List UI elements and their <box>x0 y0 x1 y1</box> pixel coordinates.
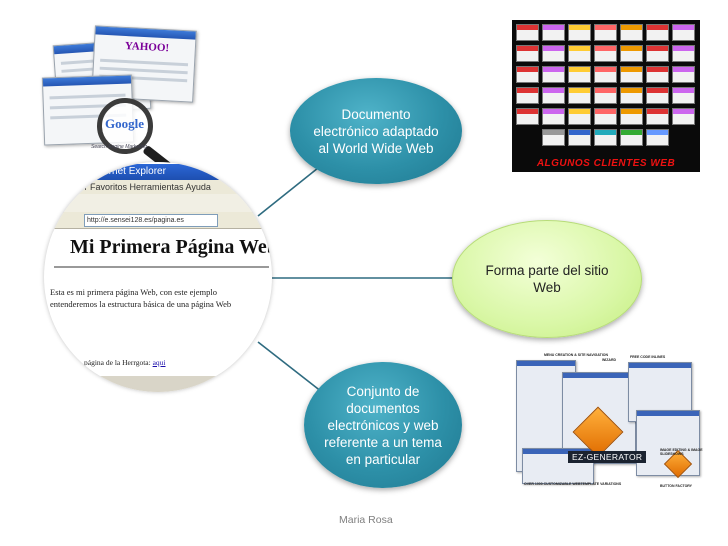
website-thumbnail <box>542 24 565 41</box>
website-thumbnail <box>542 108 565 125</box>
page-divider <box>54 266 269 268</box>
website-thumbnail <box>568 66 591 83</box>
clients-label: ALGUNOS CLIENTES WEB <box>536 158 676 169</box>
callout-button-factory: BUTTON FACTORY <box>660 484 693 488</box>
website-thumbnail <box>646 45 669 62</box>
address-bar: http://e.sensei128.es/pagina.es <box>54 212 272 229</box>
website-thumbnail <box>568 108 591 125</box>
website-thumbnail <box>620 129 643 146</box>
website-thumbnail <box>646 87 669 104</box>
website-thumbnail <box>594 45 617 62</box>
website-thumbnail <box>568 24 591 41</box>
website-thumbnail <box>516 45 539 62</box>
connector-to-conjunto <box>257 341 323 393</box>
website-thumbnail <box>620 87 643 104</box>
website-thumbnail <box>542 129 565 146</box>
page-link-line: página de la Herrgota: aqui <box>84 358 166 367</box>
page-link-prefix: página de la Herrgota: <box>84 358 151 367</box>
browser-toolbar <box>54 194 272 213</box>
website-thumbnail <box>568 87 591 104</box>
page-body-text: Esta es mi primera página Web, con este … <box>50 287 232 309</box>
website-thumbnail <box>594 129 617 146</box>
website-thumbnail <box>594 108 617 125</box>
search-engines-image: YAHOO! Google Search Engine Marketing <box>35 14 210 177</box>
yahoo-logo: YAHOO! <box>124 39 170 55</box>
website-thumbnail <box>568 45 591 62</box>
website-thumbnail <box>620 45 643 62</box>
search-caption: Search Engine Marketing <box>91 144 148 150</box>
browser-screenshot: Internet Explorer Ver Favoritos Herramie… <box>44 162 272 392</box>
callout-image-editing: IMAGE EDITING & IMAGE SLIDESHOWS <box>660 448 703 456</box>
node-documento: Documento electrónico adaptado al World … <box>290 78 462 184</box>
website-thumbnail <box>672 24 695 41</box>
node-forma-parte-text: Forma parte del sitio Web <box>485 263 609 295</box>
ez-generator-label: EZ-GENERATOR <box>568 451 647 463</box>
callout-templates: OVER 1000 CUSTOMIZABLE WEBTEMPLATE VARIA… <box>524 482 622 486</box>
callout-wizard: WIZARD <box>602 358 616 362</box>
callout-free-code: FREE CODE INLINES <box>630 355 666 359</box>
website-thumbnail <box>594 66 617 83</box>
website-thumbnail <box>516 66 539 83</box>
browser-title: Internet Explorer <box>84 164 272 180</box>
website-thumbnail <box>646 108 669 125</box>
website-thumbnail <box>594 87 617 104</box>
website-thumbnail <box>516 24 539 41</box>
page-heading: Mi Primera Página Web <box>70 236 272 258</box>
website-thumbnail <box>646 24 669 41</box>
ez-generator-image: MENU CREATION & SITE NAVIGATION WIZARD F… <box>510 352 706 494</box>
website-thumbnail <box>672 45 695 62</box>
browser-content <box>50 232 265 392</box>
node-documento-text: Documento electrónico adaptado al World … <box>313 106 439 156</box>
callout-menu-creation: MENU CREATION & SITE NAVIGATION <box>544 353 608 357</box>
clients-websites-image: ALGUNOS CLIENTES WEB <box>512 20 700 172</box>
website-thumbnail <box>542 45 565 62</box>
browser-menu: Ver Favoritos Herramientas Ayuda <box>64 180 272 194</box>
website-thumbnail <box>568 129 591 146</box>
website-thumbnail <box>646 66 669 83</box>
website-thumbnail <box>620 108 643 125</box>
page-link: aqui <box>152 358 166 367</box>
website-thumbnail <box>646 129 669 146</box>
website-thumbnail <box>672 108 695 125</box>
magnifier-icon <box>97 98 153 154</box>
node-forma-parte: Forma parte del sitio Web <box>452 220 642 338</box>
website-thumbnail <box>672 66 695 83</box>
website-thumbnail <box>542 66 565 83</box>
website-thumbnail <box>620 24 643 41</box>
node-conjunto-text: Conjunto de documentos electrónicos y we… <box>324 383 442 467</box>
node-conjunto: Conjunto de documentos electrónicos y we… <box>304 362 462 488</box>
website-thumbnail <box>516 87 539 104</box>
taskbar-strip <box>44 376 272 392</box>
website-thumbnail <box>594 24 617 41</box>
footer-author: Maria Rosa <box>339 514 393 526</box>
website-thumbnail <box>516 108 539 125</box>
google-logo: Google <box>105 116 144 131</box>
website-thumbnail <box>542 87 565 104</box>
website-thumbnail <box>620 66 643 83</box>
website-thumbnail <box>672 87 695 104</box>
address-field: http://e.sensei128.es/pagina.es <box>84 214 218 227</box>
